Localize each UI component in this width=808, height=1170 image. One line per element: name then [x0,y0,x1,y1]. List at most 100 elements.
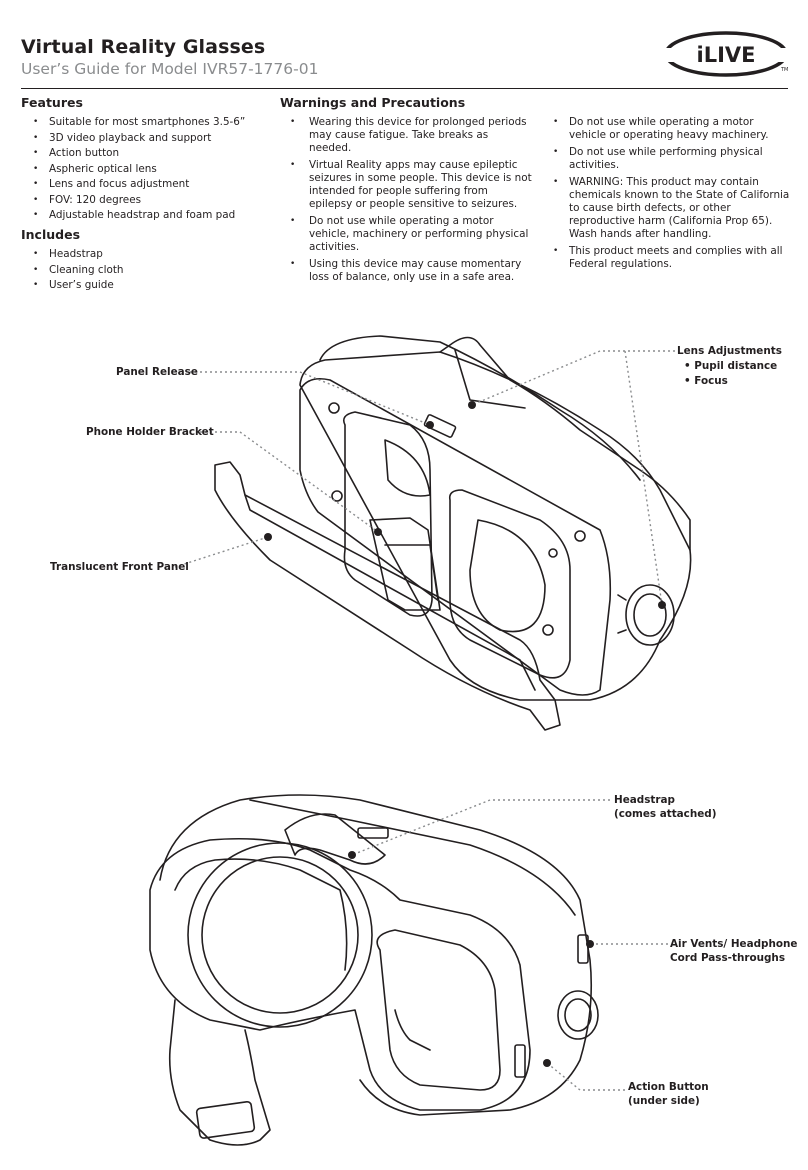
right-lens [469,519,546,633]
features-heading: Features [21,95,83,110]
phone-holder-bracket[interactable] [369,517,441,611]
panel-inner-edge [244,494,536,691]
callout-dot [374,528,382,536]
header-divider [21,88,788,89]
screw [331,490,343,502]
callout-dot [348,851,356,859]
right-lens-window [448,489,571,679]
foam-face-pad [149,837,531,1111]
warnings-heading: Warnings and Precautions [280,95,466,110]
strap-detail [454,349,526,409]
panel-release-tab[interactable] [423,414,457,438]
list-item: Do not use while performing physical act… [551,146,791,172]
warnings-list-continued: Do not use while operating a motor vehic… [551,116,791,271]
headset-strap [439,336,691,551]
right-eye-opening [376,929,501,1091]
left-lens-window [342,411,433,617]
callout-dots [264,401,666,1067]
leader-lens-adjust-focus [624,350,663,606]
list-item: Adjustable headstrap and foam pad [21,209,271,222]
callout-dot [468,401,476,409]
label-pupil-distance: Pupil distance [684,359,777,374]
headstrap-clip[interactable] [195,1100,256,1139]
focus-knob-inner [633,593,667,637]
headstrap-bottom[interactable] [168,999,271,1146]
features-section: Features Suitable for most smartphones 3… [21,96,271,295]
logo-trademark: TM [780,67,788,73]
warnings-continued-section: Do not use while operating a motor vehic… [551,116,791,275]
list-item: This product meets and complies with all… [551,245,791,271]
headset-back-view [149,794,599,1146]
features-list: Suitable for most smartphones 3.5-6” 3D … [21,116,271,222]
leader-panel-release [190,371,431,426]
label-focus: Focus [684,374,777,389]
list-item: Virtual Reality apps may cause epileptic… [280,159,532,211]
action-button-slot [514,1044,526,1078]
back-focus-knob-inner [564,998,592,1032]
document-title: Virtual Reality Glasses [21,36,266,58]
logo-text: iLIVE [697,43,756,67]
screw [542,624,554,636]
list-item: Wearing this device for prolonged period… [280,116,532,155]
callout-dot [658,601,666,609]
front-frame [299,377,612,696]
left-lens-ring [187,842,373,1028]
list-item: Suitable for most smartphones 3.5-6” [21,116,271,129]
leader-headstrap [351,799,610,856]
top-vent [357,827,389,839]
foam-inner-edge [174,858,348,971]
list-item: Action button [21,147,271,160]
leader-lens-adjust-pupil [471,350,675,406]
label-phone-holder-bracket: Phone Holder Bracket [86,426,214,438]
document-subtitle: User’s Guide for Model IVR57-1776-01 [21,60,319,78]
list-item: Headstrap [21,248,271,261]
leader-action-button [546,1062,625,1091]
list-item: Do not use while operating a motor vehic… [551,116,791,142]
right-eye-detail [394,1009,431,1051]
list-item: WARNING: This product may contain chemic… [551,176,791,241]
callout-dot [264,533,272,541]
screw [574,530,586,542]
label-translucent-front-panel: Translucent Front Panel [50,561,189,573]
label-air-vents: Air Vents/ Headphone Cord Pass-throughs [670,938,798,964]
translucent-front-panel[interactable] [214,461,561,731]
left-lens [201,856,359,1014]
ilive-logo: iLIVE TM [664,31,788,77]
callout-dot [543,1059,551,1067]
left-lens [384,439,431,497]
callout-dot [586,940,594,948]
headset-body [299,351,692,701]
list-item: Cleaning cloth [21,264,271,277]
bracket-detail [384,544,439,601]
callout-leaders [174,350,675,1091]
list-item: Do not use while operating a motor vehic… [280,215,532,254]
focus-knob[interactable] [625,584,675,646]
warnings-section: Warnings and Precautions Wearing this de… [280,96,532,288]
back-focus-knob[interactable] [557,990,599,1040]
side-vent [577,934,589,964]
list-item: Lens and focus adjustment [21,178,271,191]
list-item: FOV: 120 degrees [21,194,271,207]
headstrap-top[interactable] [284,813,386,865]
list-item: User’s guide [21,279,271,292]
knob-ridges [617,594,627,634]
list-item: 3D video playback and support [21,132,271,145]
callout-dot [426,421,434,429]
warnings-list: Wearing this device for prolonged period… [280,116,532,284]
label-panel-release: Panel Release [116,366,198,378]
lens-adjustments-list: Pupil distance Focus [684,359,777,389]
label-lens-adjustments: Lens Adjustments [677,345,782,357]
includes-heading: Includes [21,227,81,242]
headset-top-shell [319,335,641,481]
label-headstrap: Headstrap (comes attached) [614,794,717,820]
leader-front-panel [174,536,269,568]
list-item: Aspheric optical lens [21,163,271,176]
back-shell-top-edge [249,799,576,916]
headset-front-view [214,335,692,731]
leader-phone-bracket [200,431,379,533]
includes-list: Headstrap Cleaning cloth User’s guide [21,248,271,292]
screw [328,402,340,414]
screw [548,548,558,558]
label-action-button: Action Button (under side) [628,1081,709,1107]
